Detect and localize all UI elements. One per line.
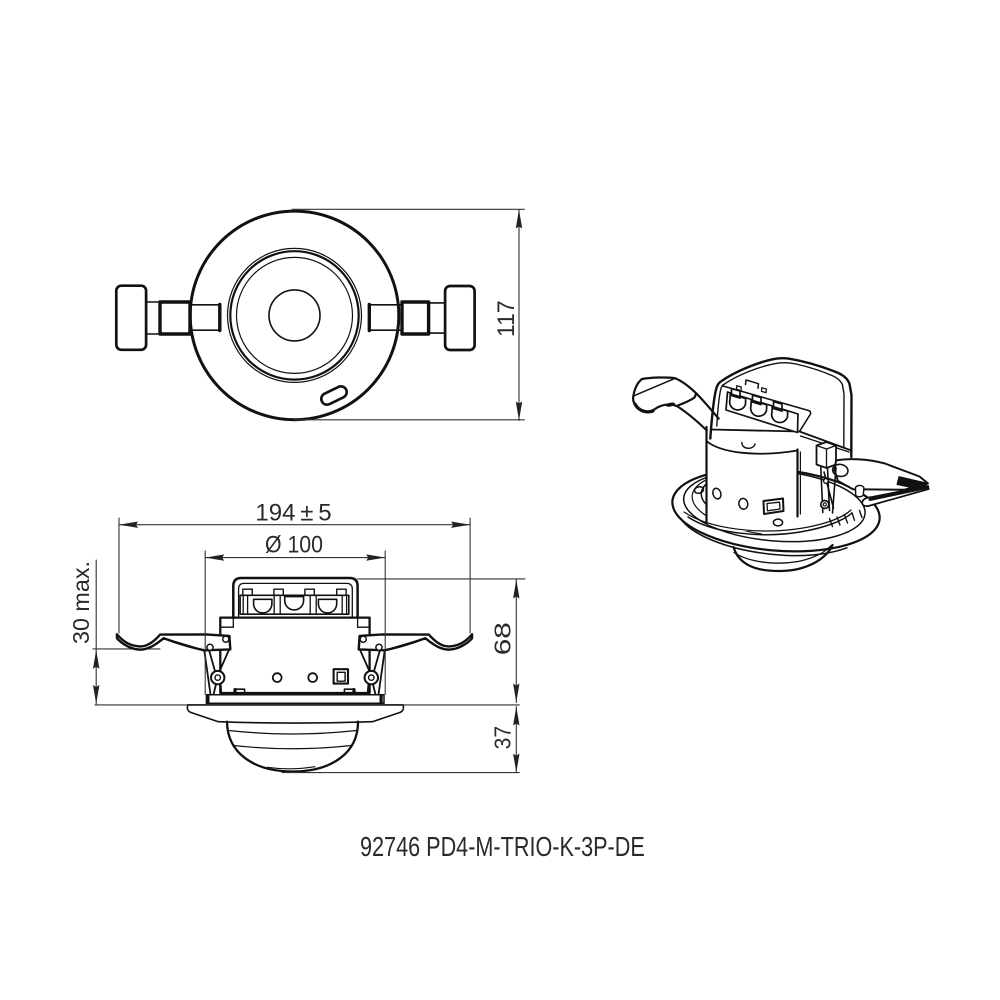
svg-text:194 ± 5: 194 ± 5 bbox=[255, 500, 331, 527]
svg-text:37: 37 bbox=[490, 726, 516, 750]
svg-text:30 max.: 30 max. bbox=[68, 561, 94, 644]
svg-text:117: 117 bbox=[493, 300, 520, 337]
svg-text:68: 68 bbox=[490, 622, 516, 655]
svg-text:92746 PD4-M-TRIO-K-3P-DE: 92746 PD4-M-TRIO-K-3P-DE bbox=[360, 831, 645, 862]
svg-text:Ø 100: Ø 100 bbox=[265, 532, 323, 559]
